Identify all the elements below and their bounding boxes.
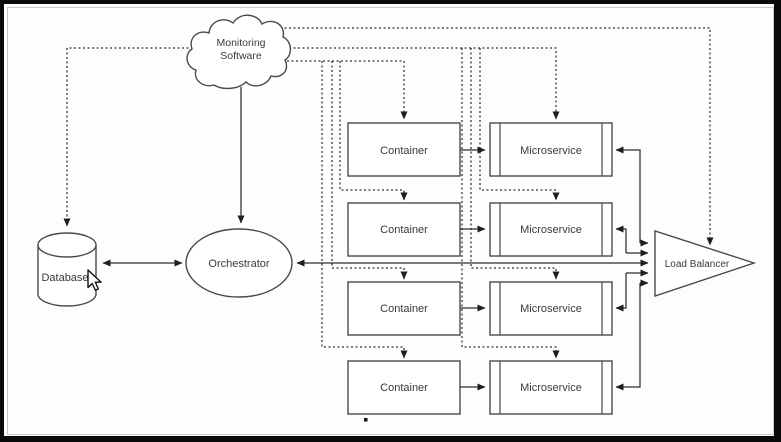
microservice-label: Microservice bbox=[520, 145, 582, 157]
container-label: Container bbox=[380, 145, 428, 157]
cloud-shape bbox=[186, 14, 292, 90]
microservice-box-1: Microservice bbox=[489, 122, 613, 177]
monitoring-software-label-line1: Monitoring bbox=[216, 37, 265, 49]
container-box-3: Container bbox=[347, 281, 461, 336]
edge-monitoring-to-microservice-4 bbox=[461, 48, 560, 359]
container-label: Container bbox=[380, 303, 428, 315]
container-box-2: Container bbox=[347, 202, 461, 257]
box-shape bbox=[347, 122, 461, 177]
edge-monitoring-to-microservice-1 bbox=[289, 47, 560, 120]
box-shape bbox=[347, 360, 461, 415]
frame-bottom bbox=[0, 436, 781, 442]
triangle-shape bbox=[654, 230, 757, 297]
mouse-cursor-icon bbox=[87, 269, 102, 291]
edge-load-balancer-to-microservice-3 bbox=[615, 273, 627, 312]
container-box-4: Container bbox=[347, 360, 461, 415]
container-label: Container bbox=[380, 382, 428, 394]
monitoring-software-label-line2: Software bbox=[220, 50, 262, 62]
load-balancer-triangle: Load Balancer bbox=[654, 230, 757, 297]
edge-monitoring-to-container-3 bbox=[331, 61, 408, 280]
frame-left bbox=[0, 0, 4, 442]
edge-monitoring-to-database bbox=[63, 47, 193, 227]
microservice-box-4: Microservice bbox=[489, 360, 613, 415]
microservice-label: Microservice bbox=[520, 303, 582, 315]
canvas-border bbox=[7, 7, 774, 435]
stray-dot bbox=[364, 418, 368, 422]
box-shape bbox=[489, 202, 613, 257]
edge-load-balancer-to-microservice-2 bbox=[615, 225, 627, 253]
database-cylinder: Database bbox=[37, 232, 97, 307]
frame-top bbox=[0, 0, 781, 4]
box-shape bbox=[489, 281, 613, 336]
monitoring-software-cloud: Monitoring Software bbox=[186, 14, 292, 90]
box-shape bbox=[347, 281, 461, 336]
load-balancer-label: Load Balancer bbox=[665, 259, 730, 270]
microservice-label: Microservice bbox=[520, 224, 582, 236]
edge-load-balancer-to-microservice-4 bbox=[615, 283, 641, 391]
container-label: Container bbox=[380, 224, 428, 236]
microservice-box-3: Microservice bbox=[489, 281, 613, 336]
database-label: Database bbox=[41, 272, 88, 284]
edge-load-balancer-to-microservice-1 bbox=[615, 146, 641, 243]
edge-monitoring-to-microservice-3 bbox=[470, 48, 560, 280]
orchestrator-label: Orchestrator bbox=[208, 258, 269, 270]
box-shape bbox=[347, 202, 461, 257]
edge-monitoring-to-container-1 bbox=[287, 60, 408, 120]
box-shape bbox=[489, 360, 613, 415]
container-box-1: Container bbox=[347, 122, 461, 177]
frame-right bbox=[774, 0, 781, 442]
cylinder-top bbox=[37, 232, 97, 258]
box-shape bbox=[489, 122, 613, 177]
microservice-label: Microservice bbox=[520, 382, 582, 394]
edge-monitoring-to-microservice-2 bbox=[479, 48, 560, 201]
edge-monitoring-to-container-4 bbox=[321, 61, 408, 359]
edge-monitoring-to-container-2 bbox=[339, 61, 408, 201]
orchestrator-ellipse: Orchestrator bbox=[185, 228, 293, 298]
ellipse-shape bbox=[185, 228, 293, 298]
microservice-box-2: Microservice bbox=[489, 202, 613, 257]
cylinder-body bbox=[37, 245, 97, 307]
